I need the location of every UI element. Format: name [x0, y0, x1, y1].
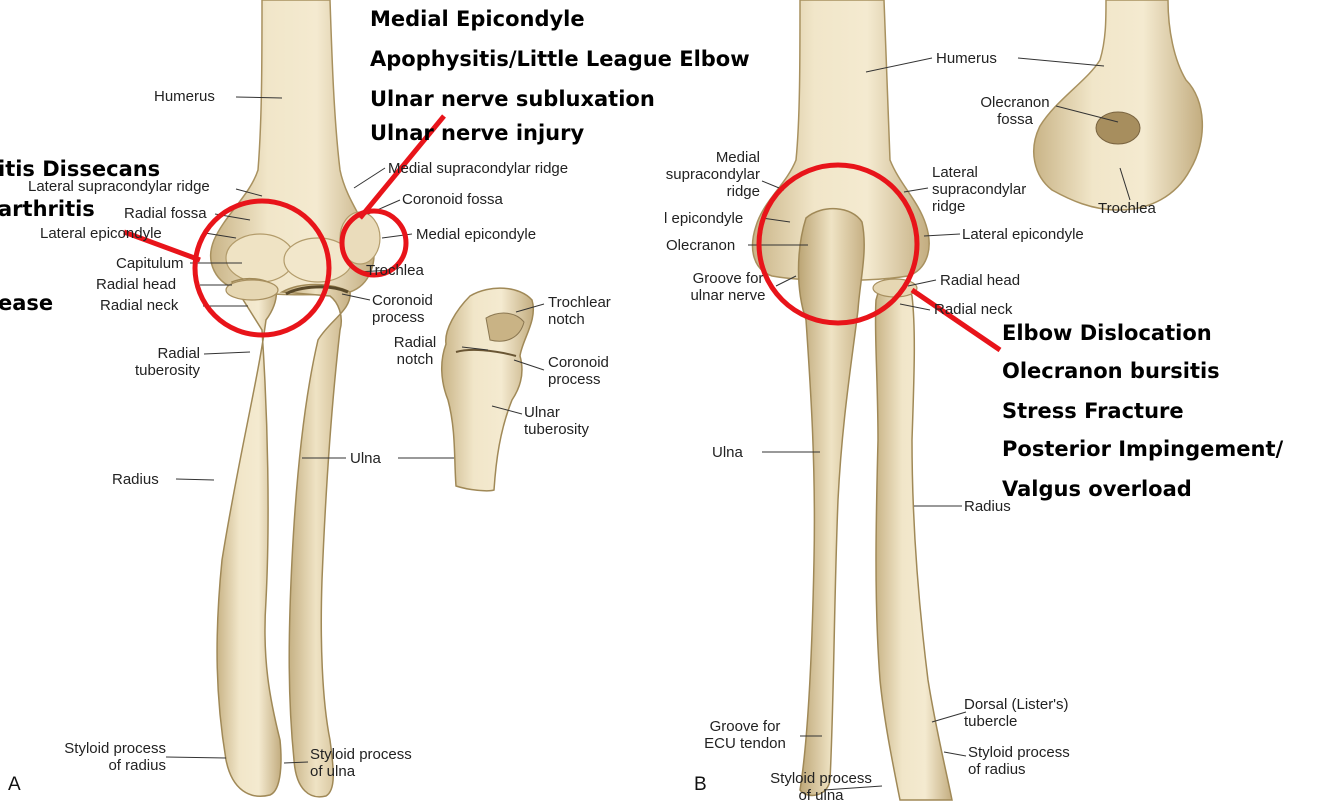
label-a-humerus: Humerus	[154, 88, 215, 105]
ulna-b	[799, 209, 865, 796]
label-b-lateral-epicondyle: Lateral epicondyle	[962, 226, 1084, 243]
label-a-capitulum: Capitulum	[116, 255, 184, 272]
annotation-ulnar-subluxation: Ulnar nerve subluxation	[370, 84, 655, 114]
label-b-ulna: Ulna	[712, 444, 743, 461]
ulna-a	[282, 285, 350, 797]
label-b-olecranon: Olecranon	[666, 237, 735, 254]
label-inset-ulnar-tuberosity: Ulnar tuberosity	[524, 404, 589, 438]
label-a-medial-supracondylar-ridge: Medial supracondylar ridge	[388, 160, 568, 177]
label-inset-coronoid-process: Coronoid process	[548, 354, 609, 388]
posterior-connector	[912, 290, 1000, 350]
label-inset-radial-notch: Radial notch	[370, 334, 460, 368]
radius-a	[217, 279, 281, 797]
inset-ulna-bone	[442, 288, 534, 491]
label-a-radial-head: Radial head	[96, 276, 176, 293]
label-a-radial-tuberosity: Radial tuberosity	[112, 345, 200, 379]
label-a-radial-neck: Radial neck	[100, 297, 178, 314]
annotation-olecranon-bursitis: Olecranon bursitis	[1002, 356, 1220, 386]
label-b-dorsal-tubercle: Dorsal (Lister's) tubercle	[964, 696, 1069, 730]
label-a-ulna: Ulna	[350, 450, 381, 467]
annotation-ulnar-injury: Ulnar nerve injury	[370, 118, 584, 148]
label-a-coronoid-fossa: Coronoid fossa	[402, 191, 503, 208]
label-a-styloid-radius: Styloid process of radius	[0, 740, 166, 774]
label-inset-trochlear-notch: Trochlear notch	[548, 294, 611, 328]
label-a-medial-epicondyle: Medial epicondyle	[416, 226, 536, 243]
annotation-arthritis: arthritis	[0, 194, 95, 224]
label-b-groove-ecu: Groove for ECU tendon	[692, 718, 798, 752]
label-b-radial-head: Radial head	[940, 272, 1020, 289]
annotation-stress-fracture: Stress Fracture	[1002, 396, 1184, 426]
annotation-disease: ease	[0, 288, 53, 318]
label-b-olecranon-fossa: Olecranon fossa	[968, 94, 1062, 128]
annotation-apophysitis: Apophysitis/Little League Elbow	[370, 44, 750, 74]
label-b-lateral-supracondylar-ridge: Lateral supracondylar ridge	[932, 164, 1026, 215]
panel-a-letter: A	[8, 774, 21, 796]
label-b-groove-ulnar-nerve: Groove for ulnar nerve	[676, 270, 780, 304]
annotation-elbow-dislocation: Elbow Dislocation	[1002, 318, 1212, 348]
label-b-radial-neck: Radial neck	[934, 301, 1012, 318]
panel-a-bones	[211, 0, 380, 797]
annotation-medial-epicondyle: Medial Epicondyle	[370, 4, 585, 34]
annotation-posterior-impingement: Posterior Impingement/	[1002, 434, 1283, 464]
label-a-styloid-ulna: Styloid process of ulna	[310, 746, 412, 780]
annotation-ocd: itis Dissecans	[0, 154, 160, 184]
label-b-styloid-ulna: Styloid process of ulna	[756, 770, 886, 804]
label-b-medial-supracondylar-ridge: Medial supracondylar ridge	[648, 149, 760, 200]
annotation-valgus-overload: Valgus overload	[1002, 474, 1192, 504]
label-a-radius: Radius	[112, 471, 159, 488]
panel-b-bones	[753, 0, 952, 800]
label-a-trochlea: Trochlea	[366, 262, 424, 279]
label-b-medial-epicondyle: l epicondyle	[664, 210, 743, 227]
label-b-styloid-radius: Styloid process of radius	[968, 744, 1070, 778]
radius-b	[875, 283, 952, 800]
label-b-trochlea: Trochlea	[1098, 200, 1156, 217]
label-a-coronoid-process: Coronoid process	[372, 292, 433, 326]
label-a-lateral-epicondyle: Lateral epicondyle	[40, 225, 162, 242]
label-b-humerus: Humerus	[936, 50, 997, 67]
panel-b-letter: B	[694, 774, 707, 796]
label-a-radial-fossa: Radial fossa	[124, 205, 207, 222]
